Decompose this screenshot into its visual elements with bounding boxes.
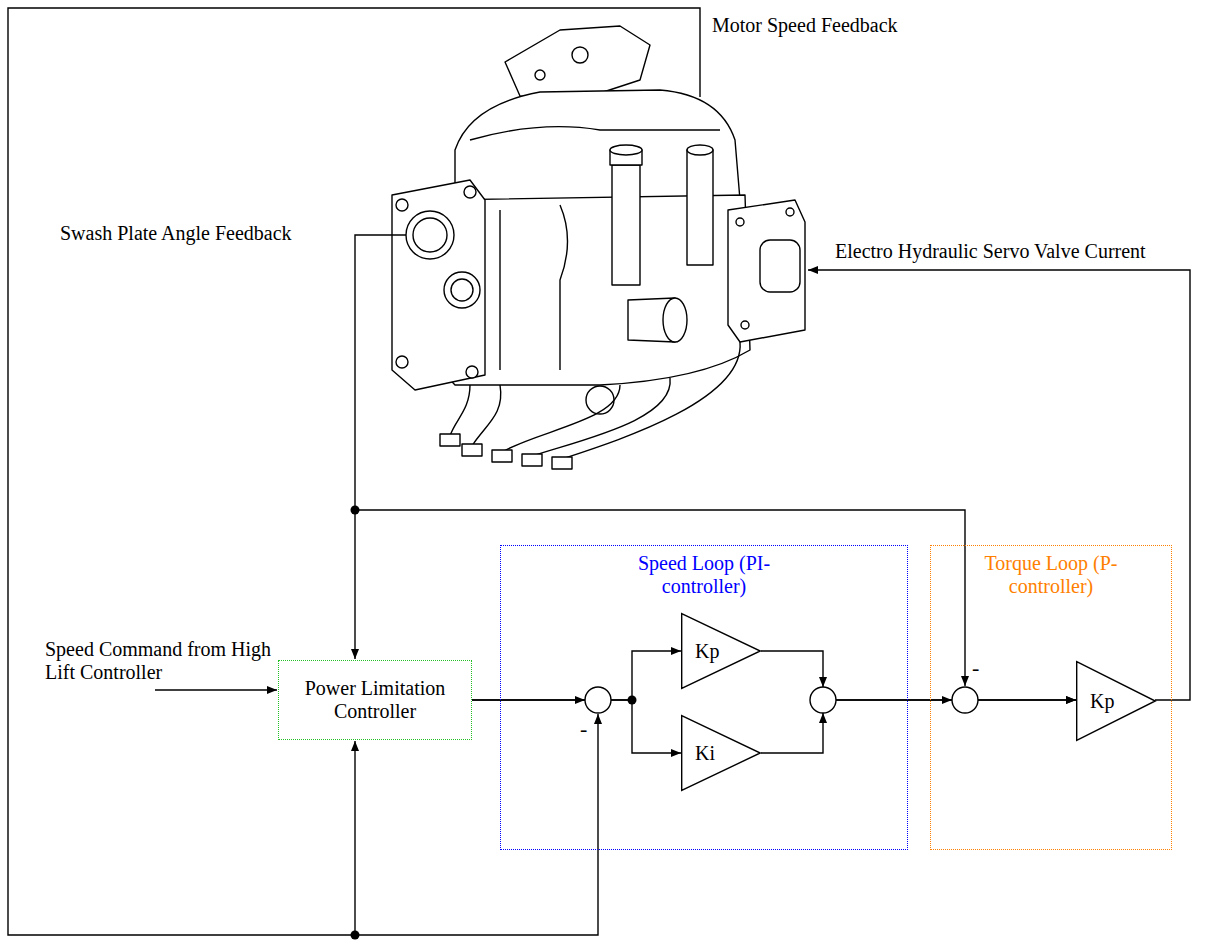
signal-connector [472,651,681,700]
node-text: Kp [681,640,719,663]
signal-label: Motor Speed Feedback [712,14,898,37]
speed-feedback-branch [354,741,355,935]
bolt [464,186,476,198]
end-plate [392,180,485,390]
gain-triangle-shape [682,614,761,689]
triangle-outline [1076,661,1156,741]
swash-wire [355,235,406,659]
bolt [741,321,749,329]
summing-junction [810,687,836,713]
torque-loop-group: Torque Loop (P-controller) Kp [930,545,1172,850]
arrow-head [819,677,827,687]
gain-triangle: Ki [681,715,761,791]
servo-current-wire [808,270,1190,700]
hose [502,385,620,452]
gain-triangle: Kp [1076,661,1156,741]
mount-bracket [505,26,650,98]
servo-valve-block [728,200,805,342]
valve-cartridge [687,150,713,265]
group-heading: Speed Loop (PI-controller) [619,552,789,598]
signal-connector [761,700,1076,753]
hose-fitting [522,454,542,466]
hose-fitting [462,444,482,456]
signal-connector [761,651,1076,700]
swash-angle-sensor [406,211,454,259]
signal-label: Swash Plate Angle Feedback [60,222,292,245]
node-text: Ki [681,742,715,765]
bracket-hole [572,47,588,63]
signal-label: Electro Hydraulic Servo Valve Current [835,240,1146,263]
node-text: Power Limitation Controller [287,677,463,723]
servo-connector [760,240,800,292]
housing-rib [499,210,500,370]
housing-rib [470,127,720,140]
power-limitation-box: Power Limitation Controller [278,660,472,740]
swash-angle-sensor [413,218,447,252]
triangle-outline [681,715,761,791]
hose [532,378,670,456]
housing-rib [560,205,568,370]
gain-triangle: Kp [681,613,761,689]
junction-dot [351,506,360,515]
junction-dot [351,931,360,940]
signal-label: Speed Command from High Lift Controller [45,638,273,684]
hose [562,342,740,459]
feedback-wires [8,8,1190,935]
hose-fitting [552,457,572,469]
speed-loop-group: Speed Loop (PI-controller) KpKi [500,545,908,850]
sensor-cap [451,279,473,301]
hose [472,385,501,446]
bolt [466,366,478,378]
gain-triangle-shape [1077,662,1156,741]
port [586,386,614,414]
sign-label: - [972,655,979,680]
arrow-head [575,696,585,704]
bolt [736,218,744,226]
valve-cap [687,145,713,155]
gain-triangle-shape [682,716,761,791]
pump-illustration [392,26,805,469]
valve-cap [610,145,642,155]
bolt [396,356,408,368]
signal-connector [472,700,681,753]
summing-junction [585,687,611,713]
summing-junction [952,687,978,713]
triangle-outline [681,613,761,689]
hose-fitting [492,450,512,462]
arrow-head [819,713,827,723]
node-text: Kp [1076,690,1114,713]
motor-speed-wire [8,8,700,935]
bolt [396,199,408,211]
speed-sensor [663,298,687,342]
group-heading: Torque Loop (P-controller) [966,552,1136,598]
hose-fitting [440,434,460,446]
hose [450,385,470,436]
bolt [786,208,794,216]
sensor-cap [444,272,480,308]
valve-cartridge [612,165,640,285]
arrow-head [942,696,952,704]
sign-label: - [580,716,587,741]
bolt [535,70,545,80]
speed-command-wire [155,689,277,690]
junction-dot [628,696,637,705]
